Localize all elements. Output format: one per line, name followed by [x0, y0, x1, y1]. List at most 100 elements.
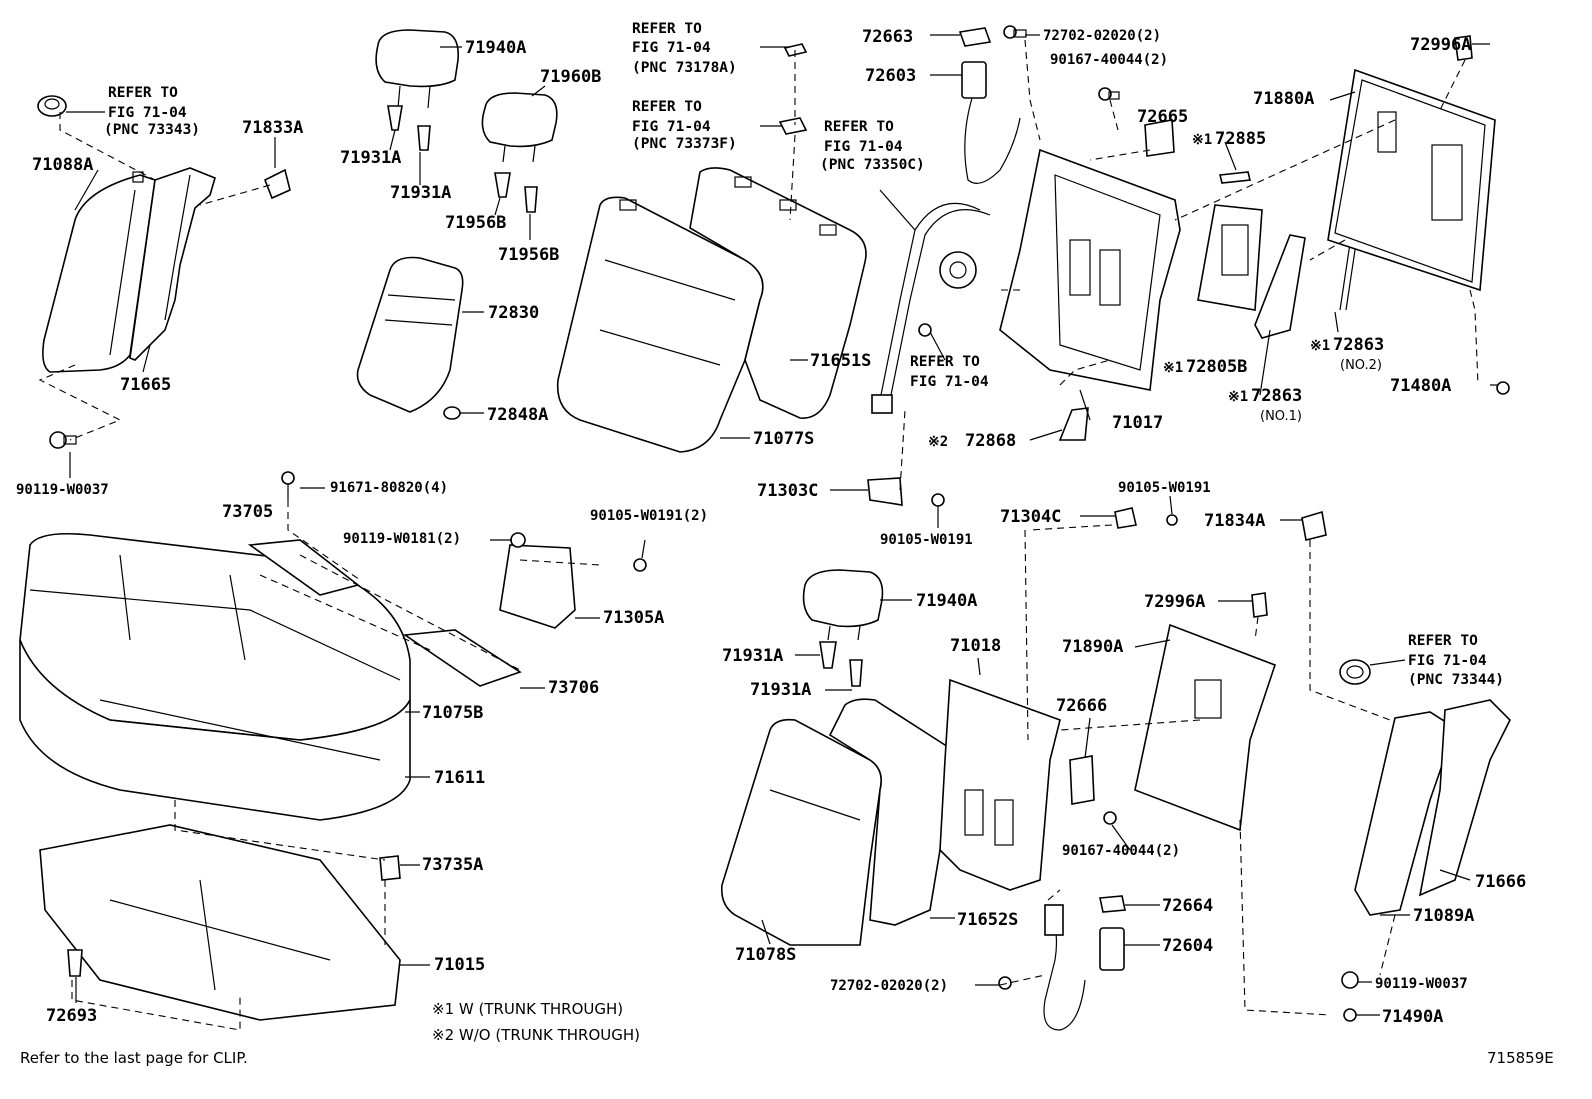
label-72996a-top: 72996A [1410, 35, 1471, 55]
seatbelt-73350c [871, 202, 991, 414]
plate-72868 [1058, 407, 1089, 441]
label-71652s: 71652S [957, 910, 1018, 930]
label-90119-w0037-right: 90119-W0037 [1375, 976, 1468, 992]
label-71931a-1: 71931A [340, 148, 401, 168]
seatback-frame-71018 [939, 678, 1061, 891]
seatback-pad-71651s [689, 167, 867, 419]
cap-73344 [1339, 659, 1371, 685]
plug-71480a [1496, 381, 1510, 395]
mark-72868: ※2 [928, 434, 948, 450]
ref-73373f-line2: FIG 71-04 [632, 119, 711, 135]
label-73706: 73706 [548, 678, 599, 698]
label-71960b: 71960B [540, 67, 601, 87]
guide-71931a-3 [819, 641, 837, 669]
side-bolster-71088a [42, 171, 156, 373]
bracket-71305a [499, 532, 647, 629]
guide-71931a-4 [849, 659, 863, 687]
reference-notes: REFER TO FIG 71-04 (PNC 73343) REFER TO … [104, 21, 1504, 688]
label-72702-02020-top: 72702-02020(2) [1043, 28, 1161, 44]
label-71833a: 71833A [242, 118, 303, 138]
guide-71956b-1 [494, 172, 511, 198]
label-71611: 71611 [434, 768, 485, 788]
hook-72996a-top [1454, 35, 1473, 61]
ref-73373f-line3: (PNC 73373F) [632, 136, 737, 152]
label-90119-w0037-left: 90119-W0037 [16, 482, 109, 498]
label-71931a-2: 71931A [390, 183, 451, 203]
label-71015: 71015 [434, 955, 485, 975]
label-90105-w0191-right: 90105-W0191 [1118, 480, 1211, 496]
side-panel-71666 [1418, 699, 1511, 897]
label-72666: 72666 [1056, 696, 1107, 716]
clip-reference-note: Refer to the last page for CLIP. [20, 1049, 248, 1067]
clip-72693 [67, 949, 83, 977]
leader-lines [66, 34, 1497, 1016]
label-90105-w0191-mid: 90105-W0191 [880, 532, 973, 548]
armrest-72830 [356, 256, 464, 413]
label-71078s: 71078S [735, 945, 796, 965]
buckle-72604 [1043, 904, 1125, 1031]
clip-73735a [379, 855, 401, 881]
label-71834a: 71834A [1204, 511, 1265, 531]
label-71017: 71017 [1112, 413, 1163, 433]
label-71931a-3: 71931A [722, 646, 783, 666]
seat-pan-71015 [39, 824, 401, 1021]
ref-73350c-line2: FIG 71-04 [824, 139, 903, 155]
label-72693: 72693 [46, 1006, 97, 1026]
label-71490a: 71490A [1382, 1007, 1443, 1027]
ref-73178a-line1: REFER TO [632, 21, 702, 37]
ref-73350c-line1: REFER TO [824, 119, 894, 135]
label-71480a: 71480A [1390, 376, 1451, 396]
bolt-91671-80820 [281, 471, 295, 485]
guide-71956b-2 [524, 186, 538, 213]
label-71880a: 71880A [1253, 89, 1314, 109]
bolt-90167-40044-bottom [1103, 811, 1117, 825]
ref-73373f-line1: REFER TO [632, 99, 702, 115]
hook-73706 [402, 629, 522, 687]
label-71304c: 71304C [1000, 507, 1061, 527]
mark-72805b: ※1 [1163, 360, 1183, 376]
ref-73343-line2: FIG 71-04 [108, 105, 187, 121]
side-bolster-71089a [1354, 711, 1456, 916]
clip-71833a [263, 168, 291, 200]
label-72664: 72664 [1162, 896, 1213, 916]
label-71956b-1: 71956B [445, 213, 506, 233]
ref-73344-line3: (PNC 73344) [1408, 672, 1504, 688]
guide-71931a-1 [387, 105, 403, 131]
cap-72848a [443, 406, 461, 420]
plug-71490a [1343, 1008, 1357, 1022]
label-71077s: 71077S [753, 429, 814, 449]
label-71088a: 71088A [32, 155, 93, 175]
ref-73178a-line3: (PNC 73178A) [632, 60, 737, 76]
seat-cushion-pad-71611 [19, 639, 411, 821]
headrest-71960b [481, 92, 558, 163]
label-72604: 72604 [1162, 936, 1213, 956]
label-72663: 72663 [862, 27, 913, 47]
bolt-90167-40044-top [1098, 87, 1120, 101]
ref-73350c-line3: (PNC 73350C) [820, 157, 925, 173]
label-72863-no1-sub: (NO.1) [1260, 409, 1302, 424]
headrest-71940a-bottom [802, 569, 884, 641]
label-71075b: 71075B [422, 703, 483, 723]
side-panel-71665 [129, 167, 216, 361]
label-71940a-top: 71940A [465, 38, 526, 58]
label-72848a: 72848A [487, 405, 548, 425]
label-90167-40044-bottom: 90167-40044(2) [1062, 843, 1180, 859]
clip-72885 [1219, 171, 1251, 184]
legend: ※1 W (TRUNK THROUGH) ※2 W/O (TRUNK THROU… [432, 1000, 640, 1044]
label-72830: 72830 [488, 303, 539, 323]
cover-cap-73343 [37, 95, 67, 117]
label-71940a-bottom: 71940A [916, 591, 977, 611]
nut-7104 [918, 323, 932, 337]
label-72868: 72868 [965, 431, 1016, 451]
bolt-72702-02020-bottom [998, 976, 1012, 990]
label-72885: 72885 [1215, 129, 1266, 149]
ref-73344-line2: FIG 71-04 [1408, 653, 1487, 669]
cover-71834a [1301, 510, 1327, 541]
label-72996a-bottom: 72996A [1144, 592, 1205, 612]
label-90105-w0191-2: 90105-W0191(2) [590, 508, 708, 524]
label-90119-w0181: 90119-W0181(2) [343, 531, 461, 547]
label-72603: 72603 [865, 66, 916, 86]
label-90167-40044-top: 90167-40044(2) [1050, 52, 1168, 68]
ref-7104-line2: FIG 71-04 [910, 374, 989, 390]
ref-7104-line1: REFER TO [910, 354, 980, 370]
